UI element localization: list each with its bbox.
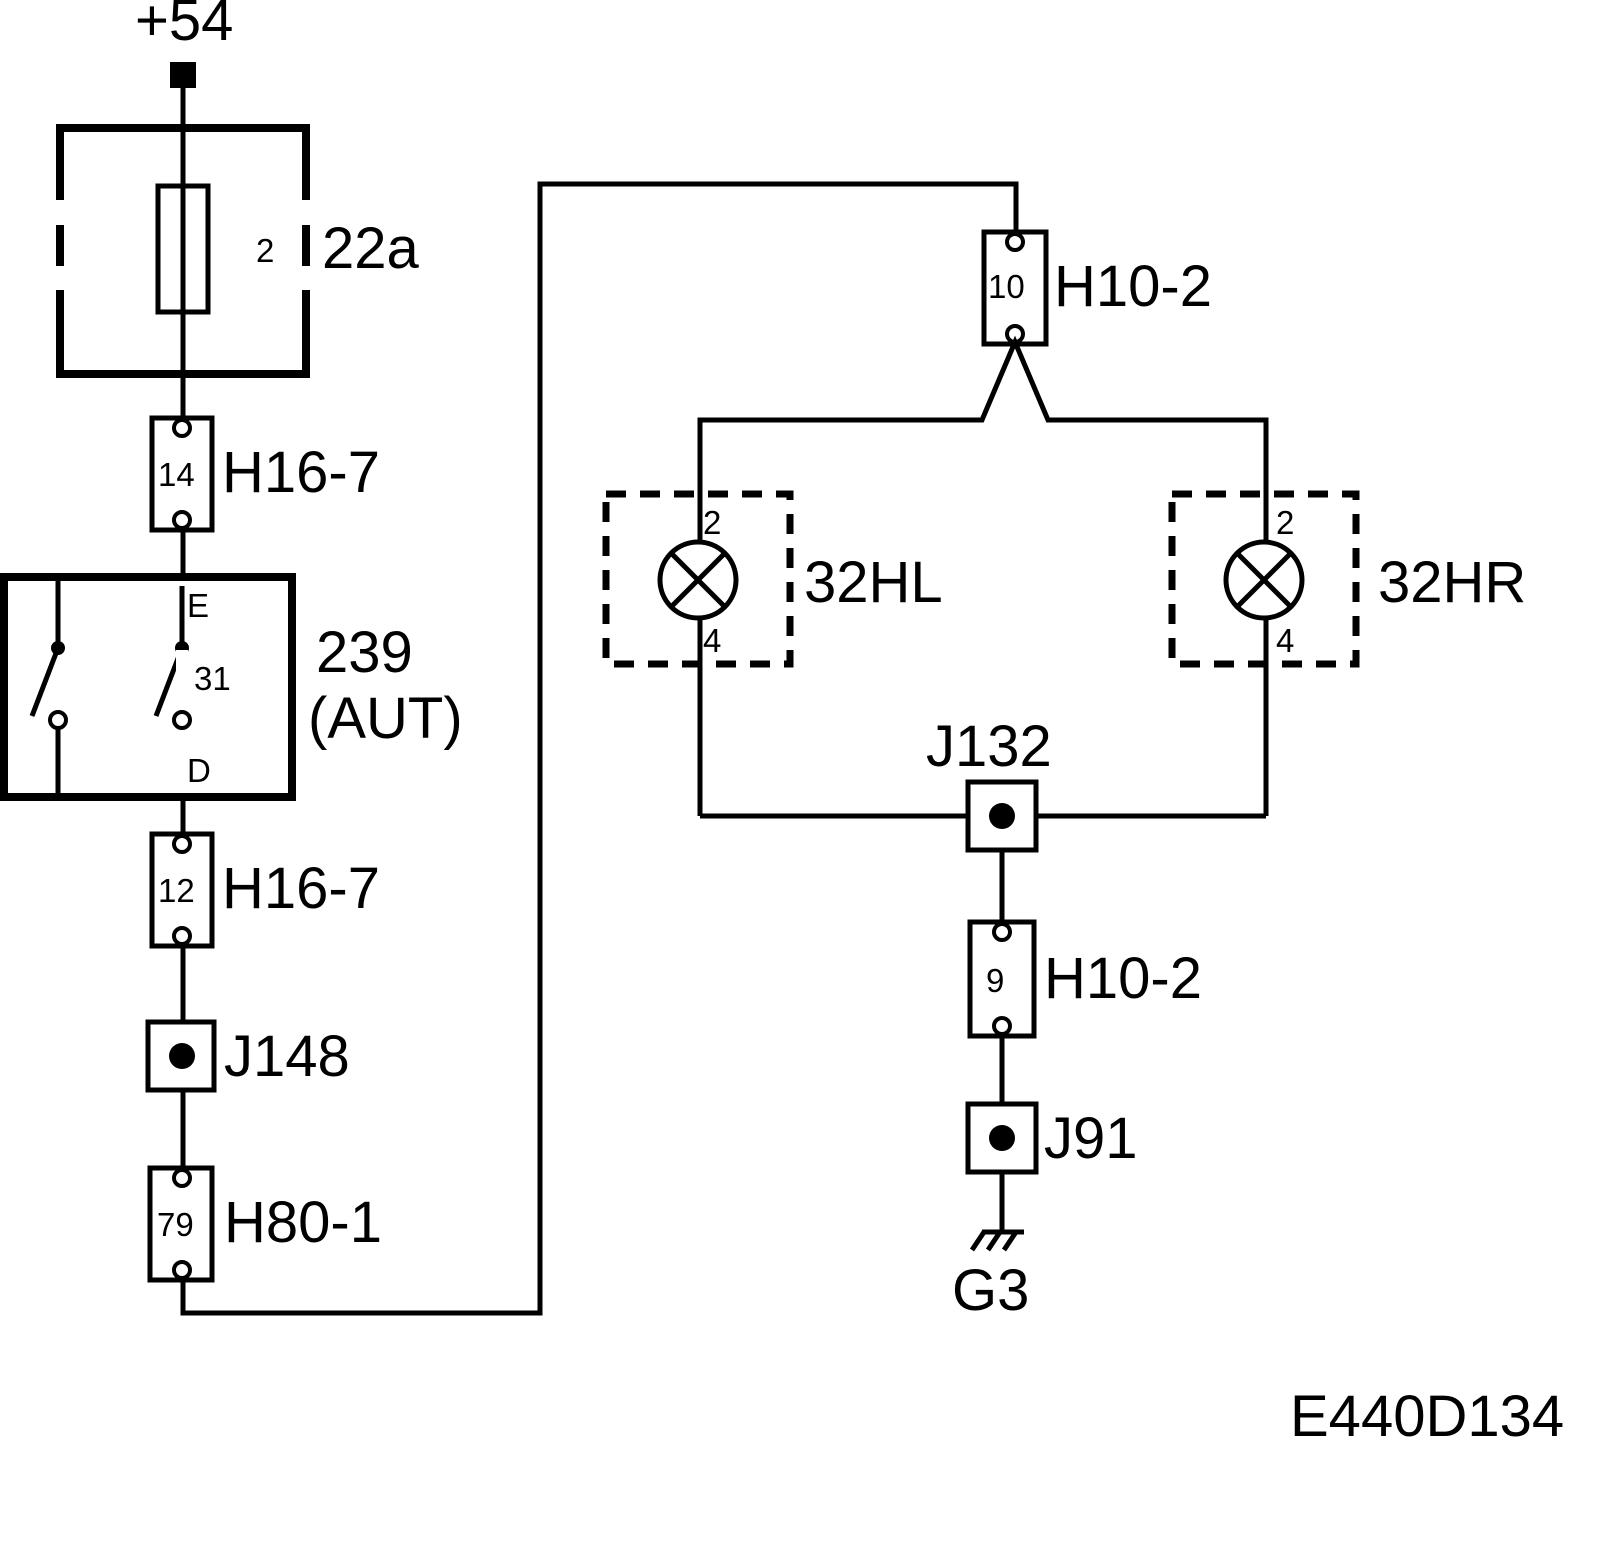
- connector-h16-7-bottom: 12 H16-7: [149, 831, 380, 949]
- switch-number: 239: [316, 620, 413, 685]
- splice-j132: J132: [926, 714, 1052, 853]
- splice-j91: J91: [965, 1101, 1138, 1175]
- lamp-label: 32HR: [1378, 550, 1526, 615]
- connector-label: H16-7: [222, 440, 380, 505]
- lamp-pin-bottom: 4: [703, 622, 721, 659]
- connector-pin: 14: [158, 456, 195, 493]
- splice-label: J132: [926, 714, 1052, 779]
- connector-h80-1: 79 H80-1: [147, 1165, 382, 1283]
- connector-label: H16-7: [222, 856, 380, 921]
- lamp-pin-top: 2: [703, 504, 721, 541]
- connector-label: H10-2: [1054, 254, 1212, 319]
- fuse-label: 22a: [322, 216, 420, 281]
- lamp-feed-wire: [697, 335, 1269, 496]
- connector-label: H10-2: [1044, 946, 1202, 1011]
- lamp-label: 32HL: [804, 550, 943, 615]
- connector-h10-2-top: 10 H10-2: [981, 229, 1212, 347]
- splice-label: J91: [1044, 1106, 1138, 1171]
- connector-label: H80-1: [224, 1190, 382, 1255]
- splice-j148: J148: [145, 1019, 350, 1093]
- diagram-id: E440D134: [1290, 1384, 1564, 1449]
- lamp-32hr: 2 4 32HR: [1168, 490, 1526, 816]
- lamp-pin-bottom: 4: [1276, 622, 1294, 659]
- fuse-pin: 2: [256, 232, 274, 269]
- connector-pin: 9: [986, 962, 1004, 999]
- connector-pin: 12: [158, 872, 195, 909]
- ground-symbol: G3: [952, 1229, 1029, 1323]
- connector-pin: 10: [988, 268, 1025, 305]
- supply-terminal: [170, 62, 196, 88]
- terminal-31: 31: [194, 660, 231, 697]
- fuse-box: 2 22a: [56, 124, 420, 378]
- route-wire: [180, 181, 1019, 1316]
- connector-h10-2-bottom: 9 H10-2: [967, 919, 1202, 1039]
- switch-variant: (AUT): [308, 686, 463, 751]
- supply-label: +54: [135, 0, 233, 53]
- splice-label: J148: [224, 1024, 350, 1089]
- switch-module: E 31 D 239 (AUT): [0, 573, 463, 801]
- terminal-e: E: [187, 587, 209, 624]
- lamp-32hl: 2 4 32HL: [602, 490, 943, 816]
- connector-pin: 79: [157, 1206, 194, 1243]
- ground-label: G3: [952, 1258, 1029, 1323]
- lamp-pin-top: 2: [1276, 504, 1294, 541]
- connector-h16-7-top: 14 H16-7: [149, 415, 380, 533]
- terminal-d: D: [187, 752, 211, 789]
